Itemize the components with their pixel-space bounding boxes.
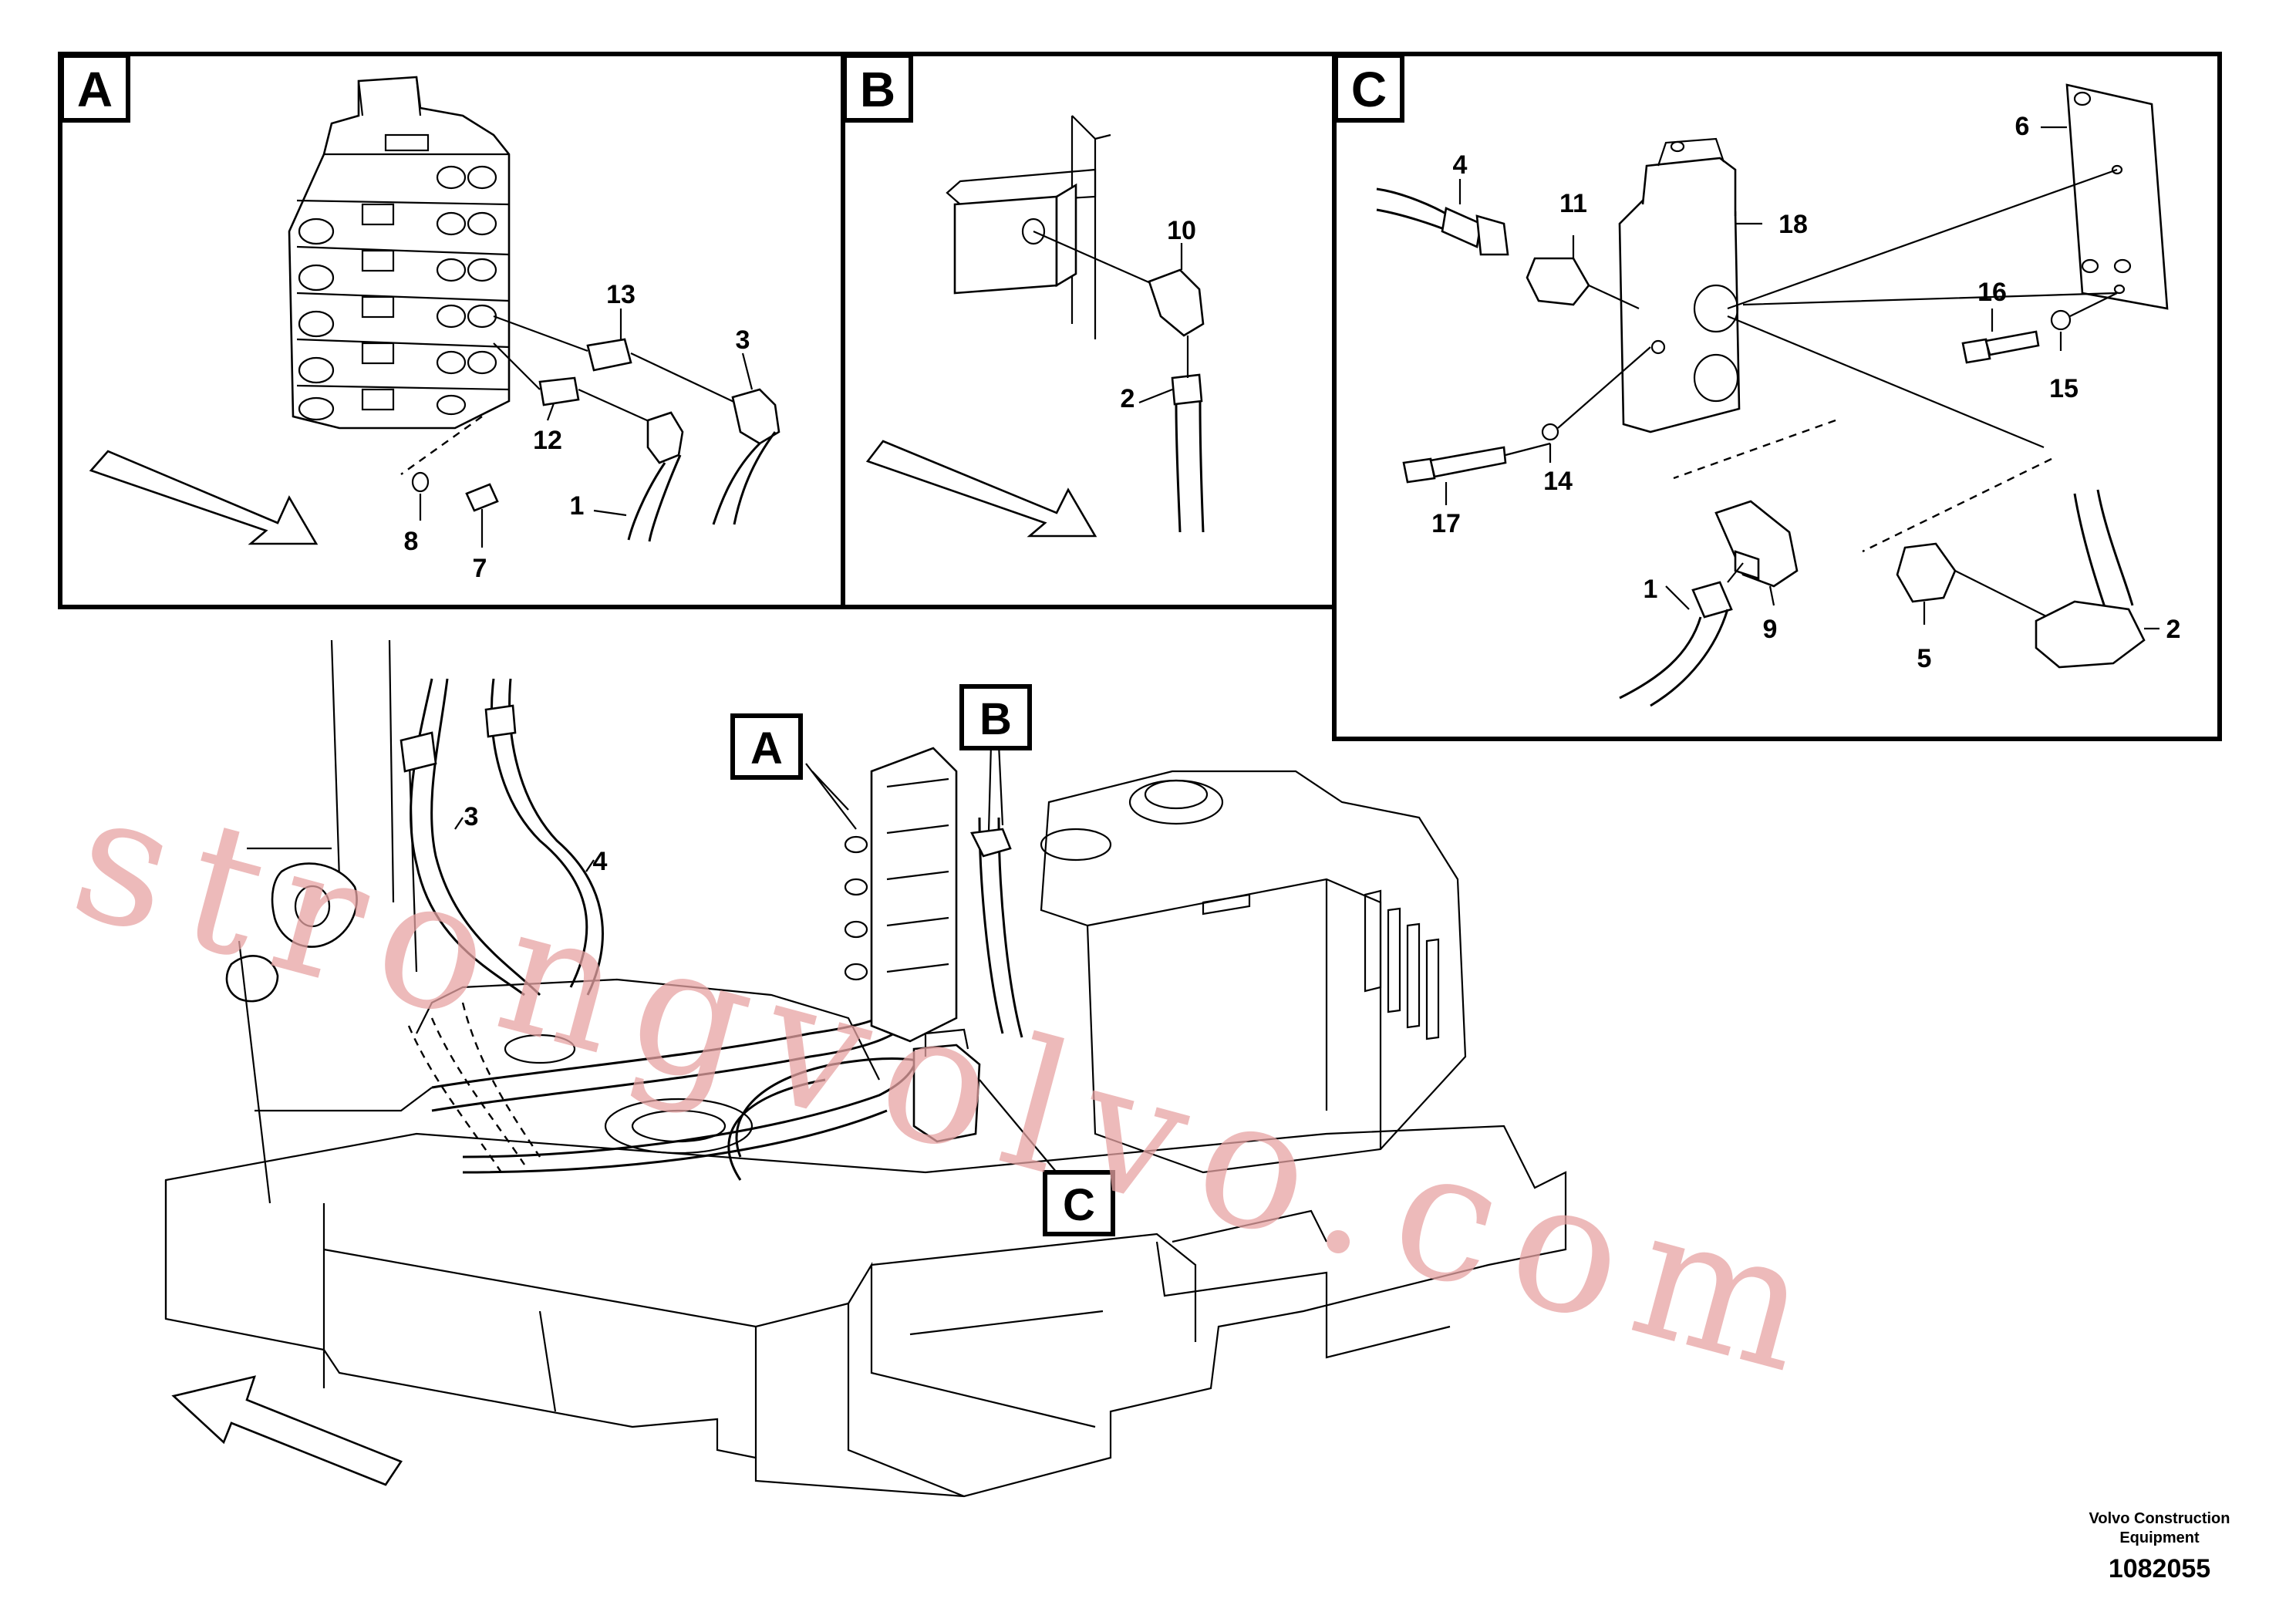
callout-b-letter: B xyxy=(979,694,1012,744)
callout-c: C xyxy=(1043,1170,1115,1236)
main-labels: 3 4 xyxy=(464,802,608,876)
panel-c-drawing xyxy=(1376,83,2169,707)
panel-a-letter: A xyxy=(77,62,113,117)
label-10: 10 xyxy=(1167,216,1196,245)
panel-a-drawing xyxy=(89,76,781,548)
label-9: 9 xyxy=(1763,615,1778,644)
footer-company-line2: Equipment xyxy=(2119,1529,2200,1546)
main-label-4: 4 xyxy=(593,847,608,876)
label-5: 5 xyxy=(1917,644,1932,673)
callout-b: B xyxy=(959,684,1032,750)
label-4: 4 xyxy=(1453,150,1468,180)
footer-drawing-number: 1082055 xyxy=(2109,1554,2210,1583)
label-3: 3 xyxy=(736,325,750,355)
label-2-c: 2 xyxy=(2166,615,2181,644)
panel-a-labels: 13 3 12 1 8 7 xyxy=(404,280,750,583)
panel-a-letter-box: A xyxy=(59,53,130,123)
label-7: 7 xyxy=(473,554,487,583)
panel-c-frame xyxy=(1332,52,2222,741)
panel-b-drawing xyxy=(865,115,1205,538)
panel-c-letter-box: C xyxy=(1333,53,1404,123)
panel-c-letter: C xyxy=(1351,62,1387,117)
main-label-3: 3 xyxy=(464,802,479,831)
panel-b-letter: B xyxy=(860,62,895,117)
label-6: 6 xyxy=(2015,112,2030,141)
footer-block: Volvo Construction Equipment 1082055 xyxy=(2089,1510,2230,1583)
main-assembly-drawing xyxy=(164,639,1567,1498)
label-12: 12 xyxy=(533,426,562,455)
footer-company-line1: Volvo Construction xyxy=(2089,1510,2230,1527)
label-17: 17 xyxy=(1431,509,1461,538)
label-2-b: 2 xyxy=(1121,384,1135,413)
label-16: 16 xyxy=(1977,278,2007,307)
panel-b-letter-box: B xyxy=(842,53,913,123)
panel-b-labels: 10 2 xyxy=(1121,216,1196,413)
label-14: 14 xyxy=(1543,467,1573,496)
callout-c-letter: C xyxy=(1063,1180,1095,1230)
label-8: 8 xyxy=(404,527,419,556)
label-15: 15 xyxy=(2049,374,2079,403)
label-1-c: 1 xyxy=(1644,575,1658,604)
panel-c-labels: 4 11 18 6 16 15 17 14 1 9 5 2 xyxy=(1431,112,2180,673)
label-11: 11 xyxy=(1559,189,1587,218)
callout-a: A xyxy=(730,713,803,780)
callout-a-letter: A xyxy=(750,723,783,774)
label-18: 18 xyxy=(1778,210,1808,239)
label-1: 1 xyxy=(570,491,585,521)
label-13: 13 xyxy=(606,280,636,309)
